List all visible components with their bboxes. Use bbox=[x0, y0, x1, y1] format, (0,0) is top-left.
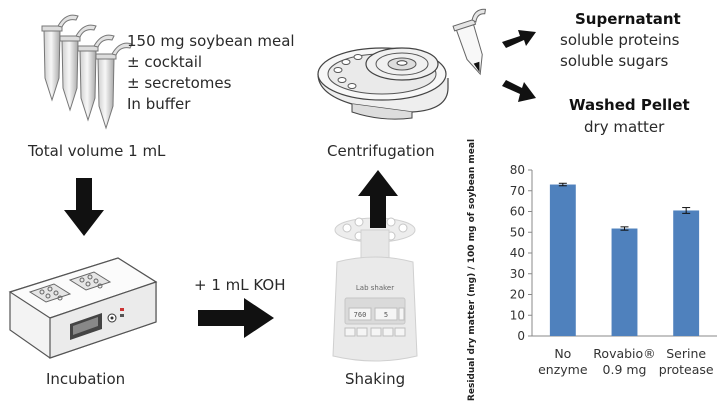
y-tick-label: 0 bbox=[517, 329, 525, 343]
x-category-label: Rovabio® bbox=[593, 346, 655, 361]
y-tick-label: 40 bbox=[510, 246, 525, 260]
mix-line-3: ± secretomes bbox=[127, 74, 232, 92]
y-tick-label: 60 bbox=[510, 205, 525, 219]
up-arrow-icon bbox=[358, 170, 398, 228]
arrow-to-supernatant-icon bbox=[502, 30, 536, 48]
bar bbox=[611, 228, 638, 336]
incubator-block-right bbox=[68, 271, 112, 291]
total-volume-label: Total volume 1 mL bbox=[28, 142, 166, 160]
shaker-brand: Lab shaker bbox=[356, 284, 394, 292]
chart-ylabel: Residual dry matter (mg) / 100 mg of soy… bbox=[467, 139, 477, 401]
mix-line-2: ± cocktail bbox=[127, 53, 203, 71]
x-category-label: enzyme bbox=[538, 362, 588, 377]
y-tick-label: 20 bbox=[510, 288, 525, 302]
centrifugation-label: Centrifugation bbox=[327, 142, 435, 160]
bar bbox=[673, 210, 700, 336]
tube-3-icon bbox=[77, 34, 115, 122]
x-category-label: Serine bbox=[666, 346, 706, 361]
centrifuge-rotor-illustration bbox=[317, 47, 449, 120]
supernatant-title: Supernatant bbox=[575, 10, 681, 28]
y-tick-label: 30 bbox=[510, 267, 525, 281]
mix-line-1: 150 mg soybean meal bbox=[127, 32, 295, 50]
arrow-to-pellet-icon bbox=[502, 80, 536, 102]
shaker-readout-b: 5 bbox=[384, 311, 388, 319]
incubator-illustration bbox=[8, 257, 158, 359]
shaker-illustration: Lab shaker 760 5 bbox=[332, 215, 418, 362]
x-category-label: 0.9 mg bbox=[603, 362, 647, 377]
shaker-readout-a: 760 bbox=[354, 311, 367, 319]
right-arrow-icon bbox=[198, 298, 274, 338]
tube-1-icon bbox=[41, 14, 79, 102]
tube-2-icon bbox=[59, 24, 97, 112]
shaking-label: Shaking bbox=[345, 370, 406, 388]
mix-line-4: In buffer bbox=[127, 95, 191, 113]
y-tick-label: 10 bbox=[510, 308, 525, 322]
pellet-tube-icon bbox=[452, 8, 487, 76]
koh-label: + 1 mL KOH bbox=[194, 276, 286, 294]
tube-4-icon bbox=[95, 42, 133, 130]
x-category-label: No bbox=[554, 346, 571, 361]
pellet-line-1: dry matter bbox=[584, 118, 665, 136]
incubator-panel bbox=[70, 308, 124, 340]
supernatant-line-2: soluble sugars bbox=[560, 52, 669, 70]
y-tick-label: 80 bbox=[510, 163, 525, 177]
pellet-title: Washed Pellet bbox=[569, 96, 690, 114]
bar bbox=[549, 184, 576, 336]
microtubes-illustration bbox=[41, 14, 133, 130]
supernatant-line-1: soluble proteins bbox=[560, 31, 680, 49]
y-tick-label: 50 bbox=[510, 225, 525, 239]
down-arrow-icon bbox=[64, 178, 104, 236]
y-tick-label: 70 bbox=[510, 184, 525, 198]
incubation-label: Incubation bbox=[46, 370, 126, 388]
incubator-block-left bbox=[28, 283, 72, 303]
x-category-label: protease bbox=[659, 362, 714, 377]
residual-dry-matter-chart: Residual dry matter (mg) / 100 mg of soy… bbox=[467, 139, 717, 401]
